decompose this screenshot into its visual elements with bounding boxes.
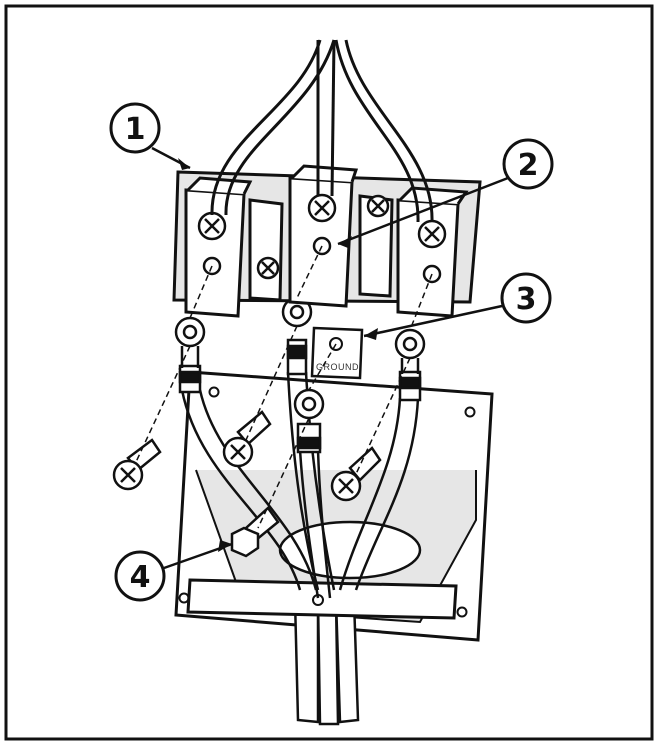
callout-1-label: 1: [125, 112, 146, 147]
right-wire: [338, 328, 426, 591]
top-wires: [210, 39, 434, 223]
ground-plate-label: GROUND: [316, 362, 359, 372]
power-cord: [293, 598, 360, 726]
left-wire: [174, 316, 318, 591]
callout-2-label: 2: [518, 148, 539, 183]
callout-3-label: 3: [516, 282, 537, 317]
diagram-border: [4, 4, 654, 741]
callout-1: 1: [109, 102, 191, 170]
cord-clamp: [186, 578, 458, 620]
callout-2: 2: [337, 138, 554, 248]
center-wire: [281, 296, 336, 591]
ground-plate: GROUND: [310, 326, 364, 380]
callout-3: 3: [363, 272, 552, 340]
ground-wire: [293, 388, 332, 599]
callout-4: 4: [114, 540, 233, 602]
alignment-lines: [135, 245, 433, 529]
callout-4-label: 4: [130, 560, 151, 595]
loose-screws: [112, 410, 382, 558]
